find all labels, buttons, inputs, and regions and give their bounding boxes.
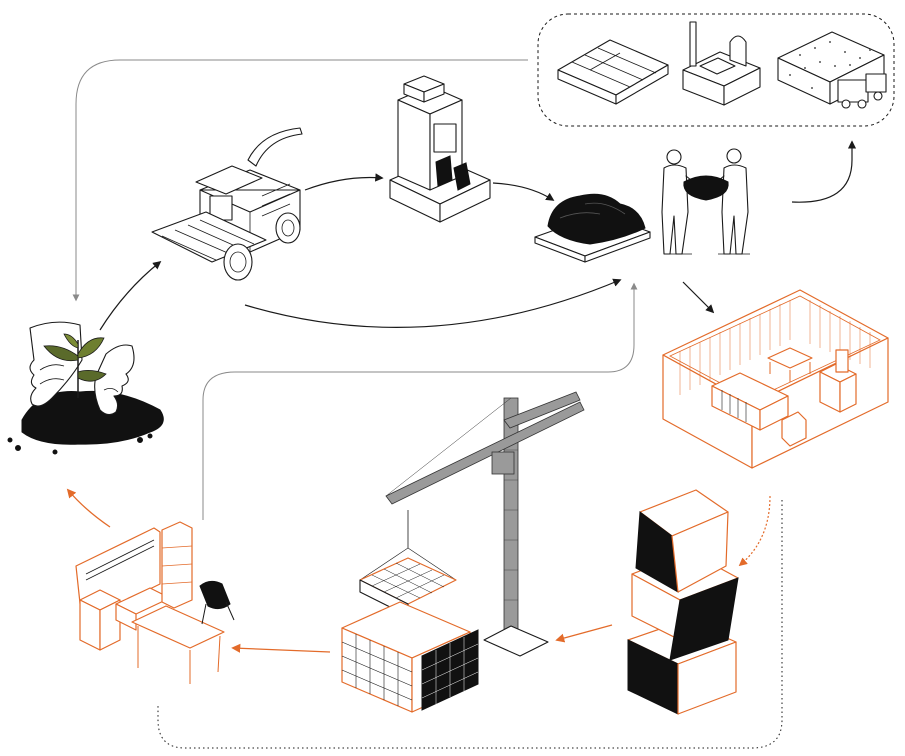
arrow-planting-to-harvester [99, 260, 162, 331]
interior-furniture-icon [75, 521, 235, 684]
hands-planting-seedling-icon [7, 321, 164, 455]
byproducts-panel [537, 13, 895, 127]
arrow-to-byproducts [791, 140, 857, 203]
return-arrow-top [72, 59, 528, 302]
workers-carrying-bag-icon [661, 148, 750, 255]
biomass-heap-icon [534, 193, 651, 263]
byproducts-dashed-frame [537, 13, 895, 127]
arrow-to-workshop [682, 281, 715, 314]
industrial-press-icon [389, 75, 491, 223]
connector-arrows [66, 59, 857, 749]
tower-crane-with-panels-icon [341, 391, 585, 713]
bottom-loop-dotted [157, 500, 783, 749]
return-arrow-furniture [202, 282, 638, 520]
arrow-furniture-to-planting [66, 488, 111, 528]
workshop-room-with-machines-icon [662, 289, 889, 469]
arrow-direct-to-biomass [244, 278, 622, 328]
arrow-harvester-to-press [304, 173, 384, 191]
arrow-workshop-to-blocks [738, 495, 771, 567]
stacked-black-blocks-icon [627, 489, 739, 715]
small-plant-building-icon [682, 21, 761, 106]
arrow-blocks-to-crane [555, 624, 613, 643]
arrow-crane-to-furniture [231, 643, 331, 653]
soil-block-with-truck-icon [777, 31, 887, 109]
drying-tray-icon [557, 39, 669, 105]
forage-harvester-icon [151, 127, 303, 281]
arrow-press-to-biomass [492, 182, 555, 201]
